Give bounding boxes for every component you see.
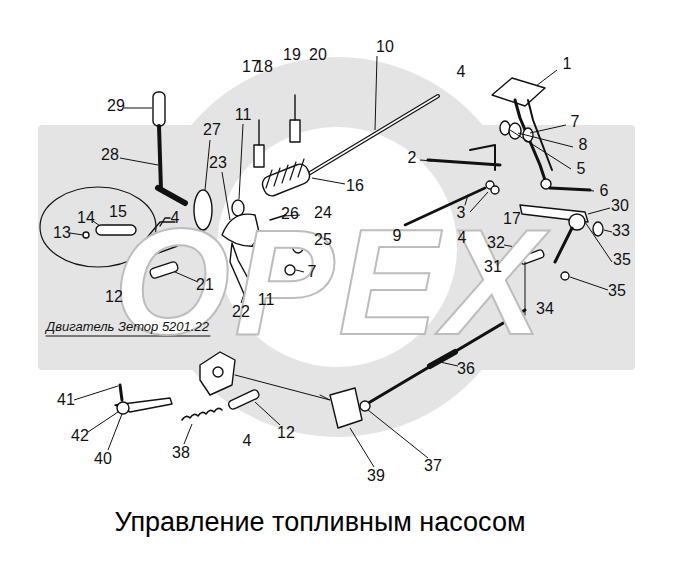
callout-number: 8 bbox=[579, 137, 588, 153]
callout-number: 36 bbox=[457, 361, 475, 377]
callout-number: 30 bbox=[611, 198, 629, 214]
callout-number: 4 bbox=[458, 230, 467, 246]
callout-number: 32 bbox=[487, 235, 505, 251]
callout-number: 7 bbox=[308, 264, 317, 280]
callout-number: 18 bbox=[255, 59, 273, 75]
callout-number: 20 bbox=[309, 47, 327, 63]
callout-number: 4 bbox=[457, 64, 466, 80]
callout-number: 7 bbox=[571, 114, 580, 130]
callout-number: 25 bbox=[314, 232, 332, 248]
watermark: OPEX bbox=[114, 207, 547, 357]
callout-number: 29 bbox=[107, 98, 125, 114]
callout-number: 14 bbox=[77, 210, 95, 226]
callout-number: 16 bbox=[346, 178, 364, 194]
callout-number: 9 bbox=[393, 228, 402, 244]
callout-number: 38 bbox=[172, 445, 190, 461]
diagram-title: Управление топливным насосом bbox=[115, 509, 526, 536]
callout-number: 22 bbox=[232, 304, 250, 320]
callout-number: 12 bbox=[277, 425, 295, 441]
callout-number: 39 bbox=[367, 468, 385, 484]
callout-number: 13 bbox=[53, 225, 71, 241]
callout-number: 35 bbox=[608, 283, 626, 299]
callout-number: 26 bbox=[281, 206, 299, 222]
callout-number: 40 bbox=[94, 451, 112, 467]
callout-number: 6 bbox=[600, 183, 609, 199]
callout-number: 3 bbox=[457, 205, 466, 221]
parts bbox=[40, 78, 603, 428]
callout-number: 1 bbox=[563, 56, 572, 72]
callout-number: 4 bbox=[243, 433, 252, 449]
callout-number: 42 bbox=[71, 428, 89, 444]
leader-lines bbox=[70, 56, 612, 467]
callout-number: 11 bbox=[235, 107, 252, 123]
callout-number: 33 bbox=[612, 223, 630, 239]
callout-number: 10 bbox=[376, 39, 394, 55]
callout-number: 37 bbox=[424, 458, 442, 474]
callout-number: 4 bbox=[171, 210, 180, 226]
callout-number: 28 bbox=[101, 147, 119, 163]
callout-number: 17 bbox=[503, 211, 521, 227]
callout-number: 23 bbox=[209, 155, 227, 171]
watermark-gear bbox=[38, 57, 635, 437]
callout-number: 12 bbox=[105, 289, 123, 305]
callout-number: 15 bbox=[109, 204, 127, 220]
callout-number: 11 bbox=[258, 292, 275, 308]
callout-number: 2 bbox=[408, 150, 417, 166]
callout-number: 21 bbox=[196, 277, 214, 293]
callout-number: 41 bbox=[57, 392, 75, 408]
callout-number: 24 bbox=[314, 205, 332, 221]
callout-number: 19 bbox=[283, 47, 301, 63]
callout-number: 5 bbox=[577, 161, 586, 177]
callout-number: 35 bbox=[613, 252, 631, 268]
callout-number: 31 bbox=[484, 259, 502, 275]
callout-number: 34 bbox=[536, 301, 554, 317]
callout-number: 27 bbox=[203, 122, 221, 138]
engine-note: Двигатель Зетор 5201.22 bbox=[46, 320, 209, 333]
